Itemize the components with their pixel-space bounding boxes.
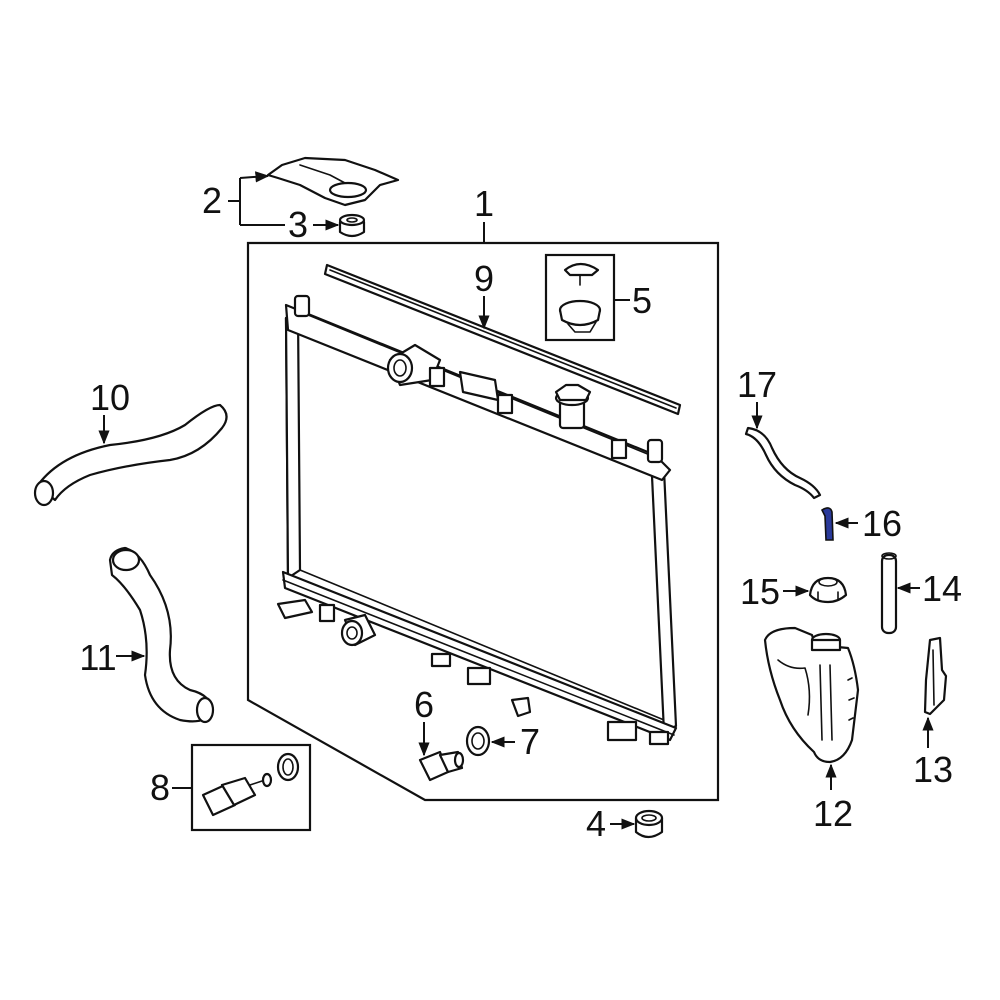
filler-neck (554, 383, 592, 430)
part-5-box (544, 253, 616, 342)
callout-5: 5 (632, 280, 652, 321)
part-15-reservoir-cap[interactable] (808, 576, 848, 604)
radiator-core[interactable] (276, 294, 678, 746)
part-11-lower-hose[interactable] (108, 546, 215, 724)
part-14-pipe[interactable] (880, 552, 898, 635)
callout-10: 10 (90, 377, 130, 418)
part-10-upper-hose[interactable] (33, 403, 228, 507)
part-8-o-ring[interactable] (276, 752, 300, 782)
part-5-radiator-cap[interactable] (558, 262, 602, 333)
callout-14: 14 (922, 568, 962, 609)
callout-17: 17 (737, 364, 777, 405)
part-6-drain-plug[interactable] (418, 750, 465, 782)
part-12-coolant-reservoir[interactable] (763, 626, 860, 764)
callout-9: 9 (474, 258, 494, 299)
part-8-temperature-sensor[interactable] (201, 772, 273, 817)
part-9-seal[interactable] (323, 263, 682, 416)
part-13-bracket[interactable] (923, 636, 948, 716)
part-2-upper-bracket[interactable] (266, 156, 400, 207)
part-16-clip[interactable] (820, 507, 834, 541)
callout-1: 1 (474, 183, 494, 224)
callout-8: 8 (150, 767, 170, 808)
callout-16: 16 (862, 503, 902, 544)
callout-3: 3 (288, 204, 308, 245)
part-7-o-ring[interactable] (465, 725, 491, 757)
callout-4: 4 (586, 803, 606, 844)
callout-numbers: 1 2 3 4 5 6 7 8 9 10 11 12 13 14 15 16 1… (79, 180, 962, 844)
upper-inlet-neck (386, 343, 442, 387)
callout-11: 11 (79, 637, 116, 678)
callout-12: 12 (813, 793, 853, 834)
callout-6: 6 (414, 684, 434, 725)
leader-lines (98, 171, 934, 830)
part-4-grommet[interactable] (634, 809, 664, 839)
radiator-assembly-outline (246, 241, 720, 802)
part-17-overflow-hose[interactable] (744, 426, 822, 500)
callout-13: 13 (913, 749, 953, 790)
lower-outlet-neck (340, 613, 377, 647)
callout-15: 15 (740, 571, 780, 612)
callout-2: 2 (202, 180, 222, 221)
callout-7: 7 (520, 721, 540, 762)
part-3-bushing[interactable] (338, 213, 366, 238)
